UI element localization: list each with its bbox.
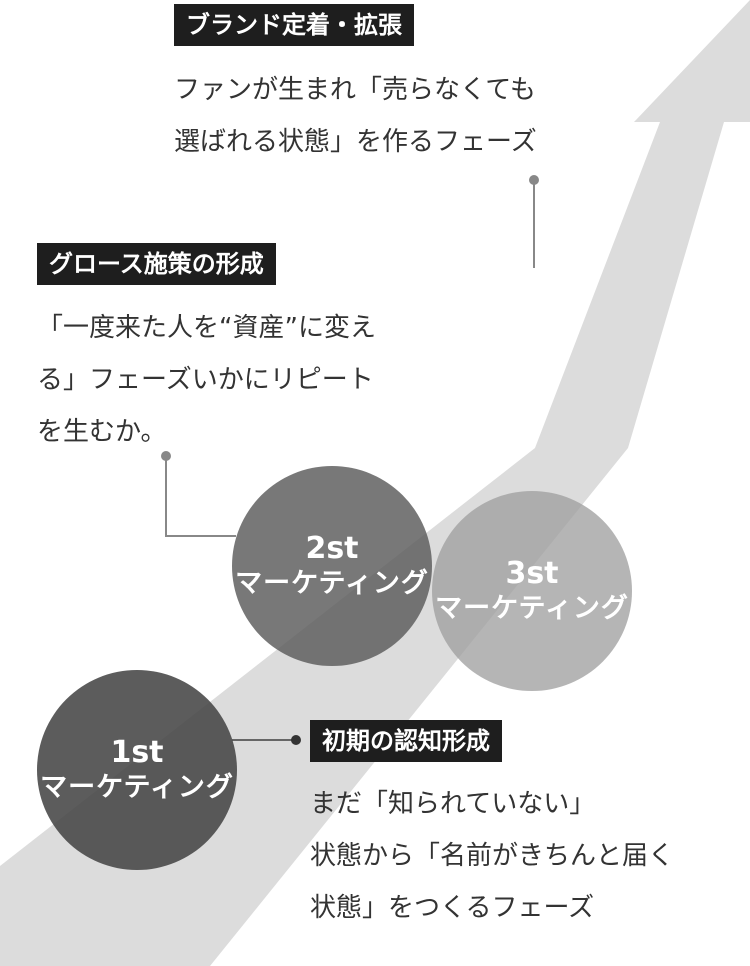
circle-1st-label: マーケティング	[40, 772, 234, 803]
stage-brand-desc-line2: 選ばれる状態」を作るフェーズ	[174, 127, 537, 157]
stage-growth-label: グロース施策の形成	[37, 243, 276, 285]
stage-awareness-desc-line3: 状態」をつくるフェーズ	[310, 893, 595, 923]
circle-3rd-number: 3st	[505, 556, 559, 591]
circle-3rd-label: マーケティング	[435, 593, 629, 624]
stage-growth-desc-line1: 「一度来た人を“資産”に変え	[37, 313, 376, 343]
circle-2nd-label: マーケティング	[235, 568, 429, 599]
stage-growth-desc-line2: る」フェーズいかにリピート	[37, 365, 374, 395]
stage-brand-label: ブランド定着・拡張	[174, 4, 414, 46]
stage-brand-desc: ファンが生まれ「売らなくても 選ばれる状態」を作るフェーズ	[174, 64, 537, 168]
circle-3rd-marketing: 3st マーケティング	[432, 491, 632, 691]
stage-awareness-desc-line1: まだ「知られていない」	[310, 789, 596, 819]
circle-1st-marketing: 1st マーケティング	[37, 670, 237, 870]
stage-awareness-label: 初期の認知形成	[310, 720, 502, 762]
stage-brand-desc-line1: ファンが生まれ「売らなくても	[174, 75, 536, 105]
circle-1st-number: 1st	[110, 735, 164, 770]
circle-2nd-marketing: 2st マーケティング	[232, 466, 432, 666]
circle-2nd-number: 2st	[305, 531, 359, 566]
stage-awareness-desc-line2: 状態から「名前がきちんと届く	[310, 841, 675, 871]
stage-growth-desc-line3: を生むか。	[37, 417, 167, 447]
stage-growth-desc: 「一度来た人を“資産”に変え る」フェーズいかにリピート を生むか。	[37, 302, 376, 458]
stage-awareness-desc: まだ「知られていない」 状態から「名前がきちんと届く 状態」をつくるフェーズ	[310, 778, 674, 934]
